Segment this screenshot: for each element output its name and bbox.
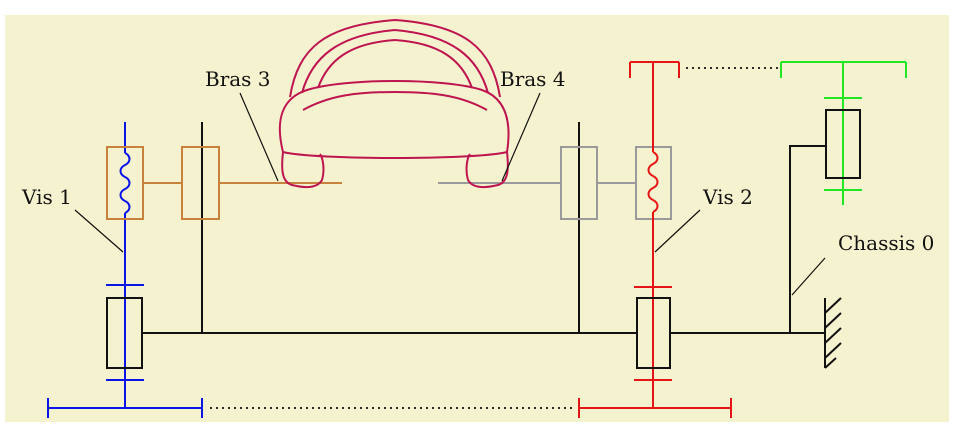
label-chassis-0: Chassis 0 <box>838 231 934 255</box>
leader-lines <box>74 92 826 296</box>
car-hood-line-left <box>302 91 396 111</box>
car-roof-inner <box>301 28 489 94</box>
car-left-wheel <box>281 151 325 189</box>
ground-symbol <box>824 297 842 369</box>
chassis-frame <box>143 122 826 334</box>
green-shaft <box>780 61 907 205</box>
vis-1-bearing <box>106 297 143 369</box>
label-bras-4: Bras 4 <box>500 67 566 91</box>
background <box>5 15 949 422</box>
vis-2-shaft <box>578 61 732 418</box>
car-right-wheel <box>465 151 509 189</box>
bras-3-arm <box>106 146 342 220</box>
label-bras-3: Bras 3 <box>205 67 271 91</box>
label-vis-2: Vis 2 <box>702 185 753 209</box>
green-shaft-bearing <box>825 109 861 179</box>
dotted-links <box>210 67 778 409</box>
label-vis-1: Vis 1 <box>21 185 72 209</box>
car-body <box>278 80 510 159</box>
vis-2-bearing <box>636 297 671 369</box>
car-roof-outer <box>289 18 501 98</box>
car-hood-line-right <box>394 91 488 111</box>
vis-1-shaft <box>47 122 203 418</box>
car-drawing <box>278 18 510 189</box>
car-windshield <box>317 38 473 89</box>
